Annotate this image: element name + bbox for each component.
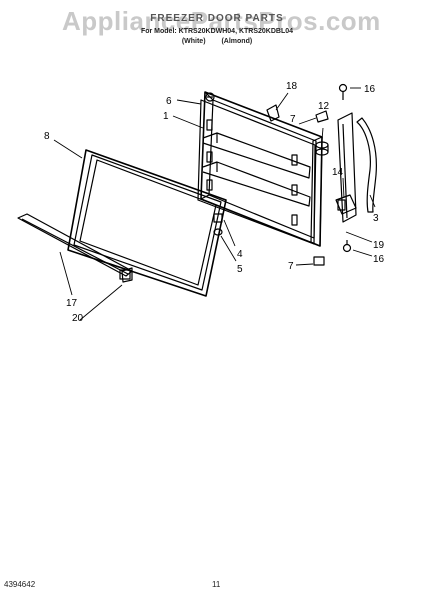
- trim-end-cap: [119, 269, 131, 280]
- door-gasket: [67, 149, 227, 297]
- stop-plug-bottom: [313, 256, 325, 266]
- leader-lines: [53, 87, 376, 321]
- small-clip: [315, 110, 329, 123]
- door-outer-panel: [197, 99, 316, 245]
- document-number: 4394642: [4, 580, 36, 589]
- bracket-clip: [337, 199, 346, 211]
- page-title: FREEZER DOOR PARTS: [150, 13, 284, 24]
- door-liner: [200, 91, 323, 247]
- callout-19: 19: [373, 240, 385, 251]
- callout-20: 20: [72, 313, 84, 324]
- model-subtitle: For Model: KTRS20KDWH04, KTRS20KDBL04: [140, 28, 294, 35]
- callout-17: 17: [66, 298, 78, 309]
- callout-14: 14: [332, 167, 344, 178]
- stop-plug-top: [315, 141, 329, 156]
- callout-1: 1: [163, 111, 169, 122]
- color-subtitle: (White) (Almond): [181, 38, 253, 45]
- callout-labels: 6 1 8 18 7 12 16 14 3 19 16 7 4 5 17 20: [44, 81, 385, 324]
- shim-clip: [266, 104, 280, 122]
- page-number: 11: [212, 580, 221, 589]
- callout-7-top: 7: [290, 114, 296, 125]
- door-handle: [356, 117, 377, 213]
- hinge-pin-lower: [213, 213, 223, 236]
- hinge-screw-bottom: [342, 240, 352, 253]
- callout-4: 4: [237, 249, 243, 260]
- callout-12: 12: [318, 101, 330, 112]
- callout-3: 3: [373, 213, 379, 224]
- callout-8: 8: [44, 131, 50, 142]
- watermark-logo: AppliancePartsPros.com: [62, 6, 381, 36]
- callout-6: 6: [166, 96, 172, 107]
- callout-16-top: 16: [364, 84, 376, 95]
- door-screw-top: [205, 92, 215, 102]
- callout-5: 5: [237, 264, 243, 275]
- door-trim-strip: [17, 213, 133, 283]
- hinge-screw-top: [338, 83, 348, 100]
- callout-18: 18: [286, 81, 298, 92]
- hinge-bracket: [335, 112, 357, 223]
- callout-7-bottom: 7: [288, 261, 294, 272]
- callout-16-bottom: 16: [373, 254, 385, 265]
